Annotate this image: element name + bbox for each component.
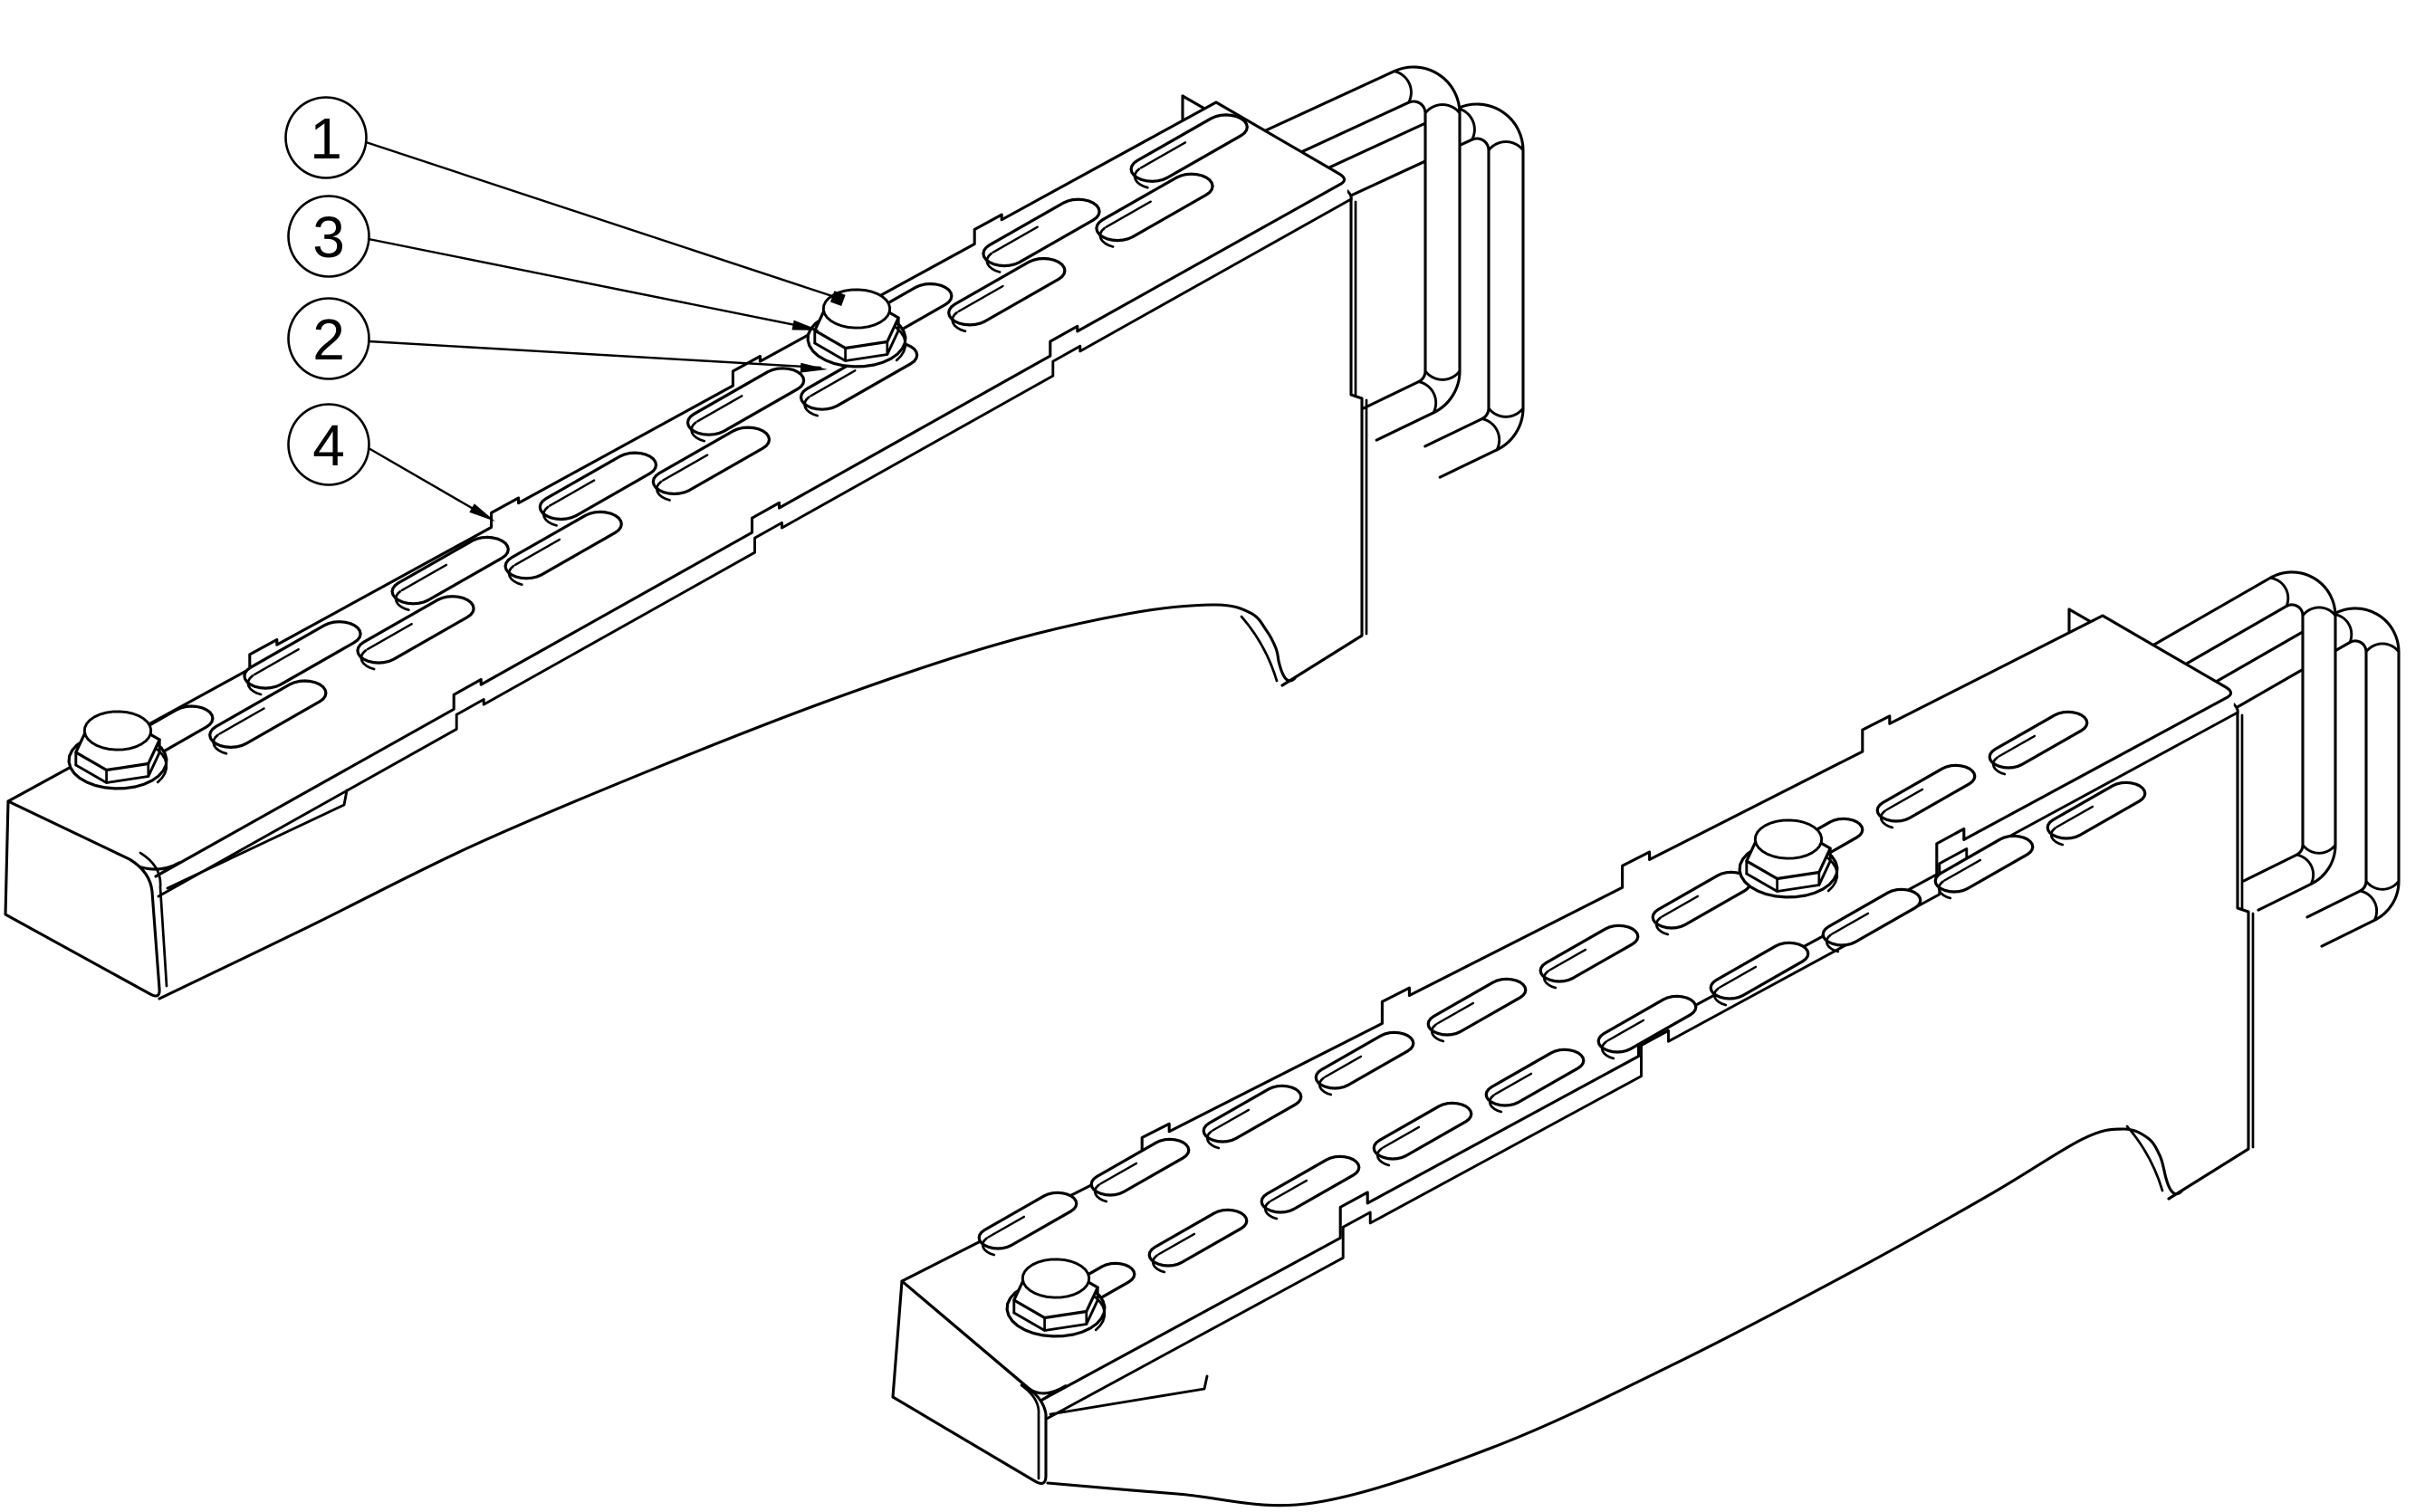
svg-text:3: 3 (312, 205, 345, 270)
svg-text:4: 4 (312, 413, 345, 478)
svg-text:1: 1 (310, 106, 342, 171)
svg-text:2: 2 (312, 307, 345, 372)
